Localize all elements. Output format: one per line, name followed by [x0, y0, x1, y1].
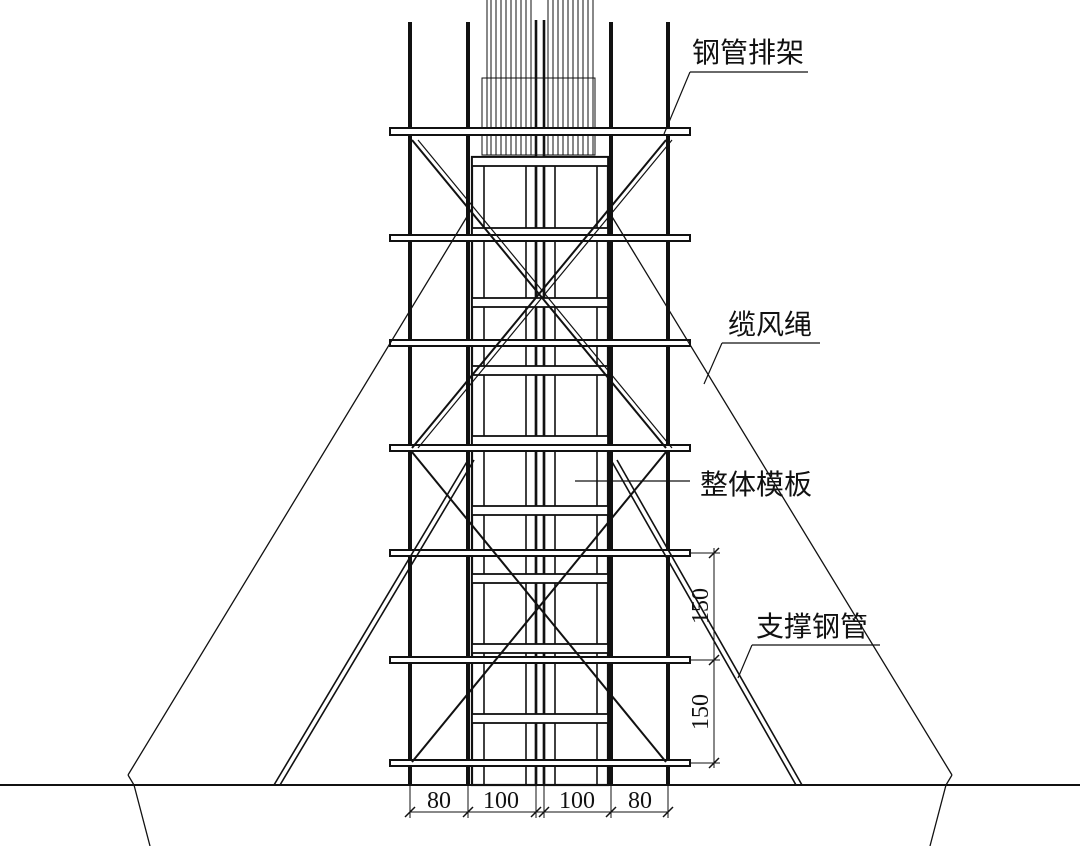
support-brace-right-b	[616, 459, 803, 786]
support-brace-left-b	[279, 459, 475, 786]
scaffold	[389, 22, 691, 785]
dim-bottom-2: 100	[483, 788, 519, 814]
dim-vertical-lower: 150	[688, 694, 714, 730]
ground-anchor-left	[127, 774, 151, 846]
support-brace-right-a	[610, 459, 797, 786]
support-brace-left-a	[273, 459, 469, 786]
label-formwork: 整体模板	[700, 468, 812, 501]
dimension-horizontal	[404, 785, 674, 818]
formwork-right-outline	[542, 155, 610, 787]
guy-ropes	[127, 214, 953, 776]
label-scaffold: 钢管排架	[692, 36, 804, 69]
ground-anchor-right	[929, 774, 953, 846]
label-guy-rope: 缆风绳	[728, 308, 812, 341]
guy-rope-left	[127, 214, 469, 776]
dim-vertical-upper: 150	[688, 588, 714, 624]
callouts	[575, 71, 880, 679]
dim-bottom-4: 80	[628, 788, 652, 814]
support-braces	[273, 459, 803, 786]
label-brace: 支撑钢管	[756, 610, 868, 643]
dim-bottom-3: 100	[559, 788, 595, 814]
guy-rope-right	[610, 214, 953, 776]
dimension-vertical	[690, 547, 720, 769]
dim-bottom-1: 80	[427, 788, 451, 814]
ground	[0, 774, 1080, 846]
